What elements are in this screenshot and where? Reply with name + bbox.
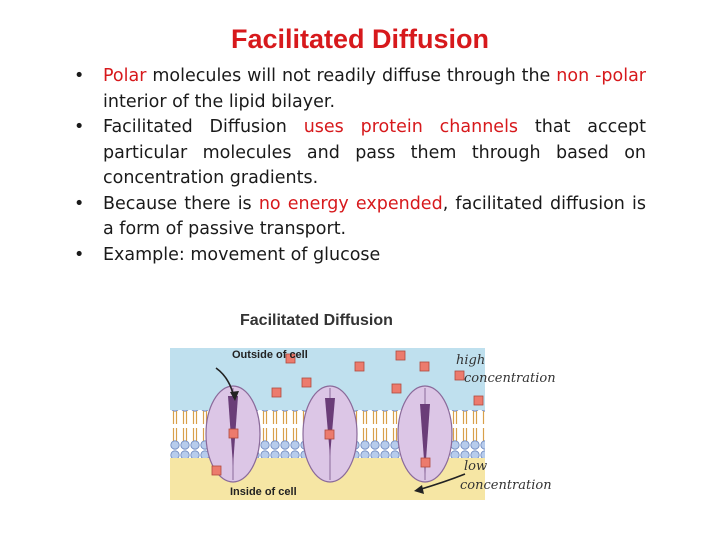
bullet-text: , facilitated diffusion is a form of pas…: [103, 193, 646, 240]
molecule: [454, 370, 465, 381]
bullet-text: Because there is: [103, 193, 259, 214]
arrow-icon: [230, 391, 239, 401]
membrane-diagram: Outside of cell Inside of cell high conc…: [170, 348, 556, 500]
molecule: [420, 457, 431, 468]
high-label: high: [456, 353, 485, 368]
molecule: [301, 377, 312, 388]
arrow-icon: [414, 485, 424, 494]
outside-label: Outside of cell: [232, 349, 308, 361]
bullet-list: Polar molecules will not readily diffuse…: [74, 64, 646, 268]
molecule: [419, 361, 430, 372]
molecule: [285, 353, 296, 364]
bullet-item: Because there is no energy expended, fac…: [74, 192, 646, 243]
figure-title: Facilitated Diffusion: [240, 312, 393, 329]
bullet-text: no energy expended: [258, 193, 443, 214]
molecule: [211, 465, 222, 476]
bullet-text: molecules will not readily diffuse throu…: [146, 66, 557, 86]
molecule: [324, 429, 335, 440]
low-concentration-label: concentration: [460, 478, 552, 493]
molecule: [228, 428, 239, 439]
molecule: [271, 387, 282, 398]
low-label: low: [464, 459, 487, 474]
diffusion-figure: Facilitated Diffusion: [160, 306, 570, 506]
bullet-item: Facilitated Diffusion uses protein chann…: [74, 115, 646, 192]
molecule: [391, 383, 402, 394]
protein-channel: [397, 385, 453, 483]
molecule: [354, 361, 365, 372]
bullet-text: that accept particular molecules and pas…: [103, 117, 647, 188]
bullet-text: non -polar: [556, 66, 646, 86]
bullet-item: Example: movement of glucose: [74, 243, 646, 269]
inside-label: Inside of cell: [230, 486, 297, 498]
slide-title: Facilitated Diffusion: [230, 24, 490, 54]
bullet-text: Polar: [103, 66, 147, 86]
molecule: [395, 350, 406, 361]
bullet-item: Polar molecules will not readily diffuse…: [74, 64, 646, 115]
molecule: [473, 395, 484, 406]
bullet-text: interior of the lipid bilayer.: [103, 91, 336, 112]
bullet-text: Facilitated Diffusion: [103, 117, 304, 137]
bullet-text: uses protein channels: [303, 117, 519, 137]
high-concentration-label: concentration: [464, 371, 556, 386]
bullet-text: Example: movement of glucose: [103, 244, 381, 265]
